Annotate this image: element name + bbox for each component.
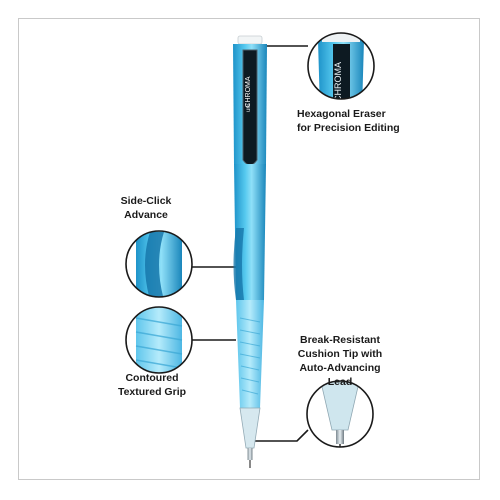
metal-sleeve: [247, 448, 253, 460]
callout-grip-line-2: Textured Grip: [117, 386, 187, 398]
tip-cone: [239, 407, 261, 449]
callout-eraser-line-1: Hexagonal Eraser: [297, 108, 386, 120]
product-frame: [18, 18, 480, 480]
callout-tip: Break-Resistant Cushion Tip with Auto-Ad…: [292, 333, 388, 389]
clip-brand: uni: [246, 104, 252, 112]
callout-advance: Side-Click Advance: [118, 194, 174, 222]
callout-tip-line-1: Break-Resistant: [300, 334, 380, 346]
callout-grip-line-1: Contoured: [125, 372, 179, 384]
callout-tip-line-4: Lead: [327, 376, 353, 388]
zoom-tip: [306, 380, 374, 448]
connector-lines: [192, 45, 309, 442]
grip-section: [236, 300, 264, 408]
connector-tip: [253, 429, 309, 442]
svg-text:CHROMA: CHROMA: [333, 62, 343, 102]
clip-model: CHROMA: [245, 76, 252, 107]
callout-advance-line-2: Advance: [124, 209, 168, 221]
side-click-button: [233, 228, 244, 300]
callout-tip-line-2: Cushion Tip with: [297, 348, 383, 360]
eraser-cap: [237, 35, 263, 45]
zoom-eraser: CHROMA: [307, 32, 375, 102]
zoom-grip: [125, 306, 193, 374]
mechanical-pencil: uni CHROMA: [233, 35, 267, 468]
callout-eraser: Hexagonal Eraser for Precision Editing: [297, 107, 400, 135]
callout-tip-line-3: Auto-Advancing: [299, 362, 381, 374]
callout-eraser-line-2: for Precision Editing: [297, 122, 400, 134]
callout-grip: Contoured Textured Grip: [117, 371, 187, 399]
grip-texture: [239, 317, 261, 395]
zoom-advance: [125, 230, 193, 298]
callout-advance-line-1: Side-Click: [120, 195, 172, 207]
